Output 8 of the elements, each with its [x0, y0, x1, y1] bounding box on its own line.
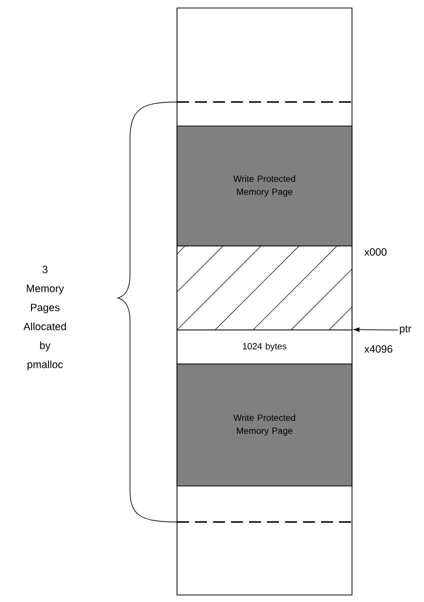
protected-page-box: Write Protected Memory Page [176, 126, 352, 246]
arrow [354, 327, 398, 332]
address-label: x4096 [364, 345, 392, 353]
buffer-box: 1024 bytes [176, 330, 352, 364]
brace-label: 3 Memory Pages Allocated by pmalloc [23, 266, 66, 370]
protected-page-box: Write Protected Memory Page [176, 364, 352, 486]
address-label: x000 [364, 248, 387, 256]
pointer-label: ptr [400, 326, 412, 334]
